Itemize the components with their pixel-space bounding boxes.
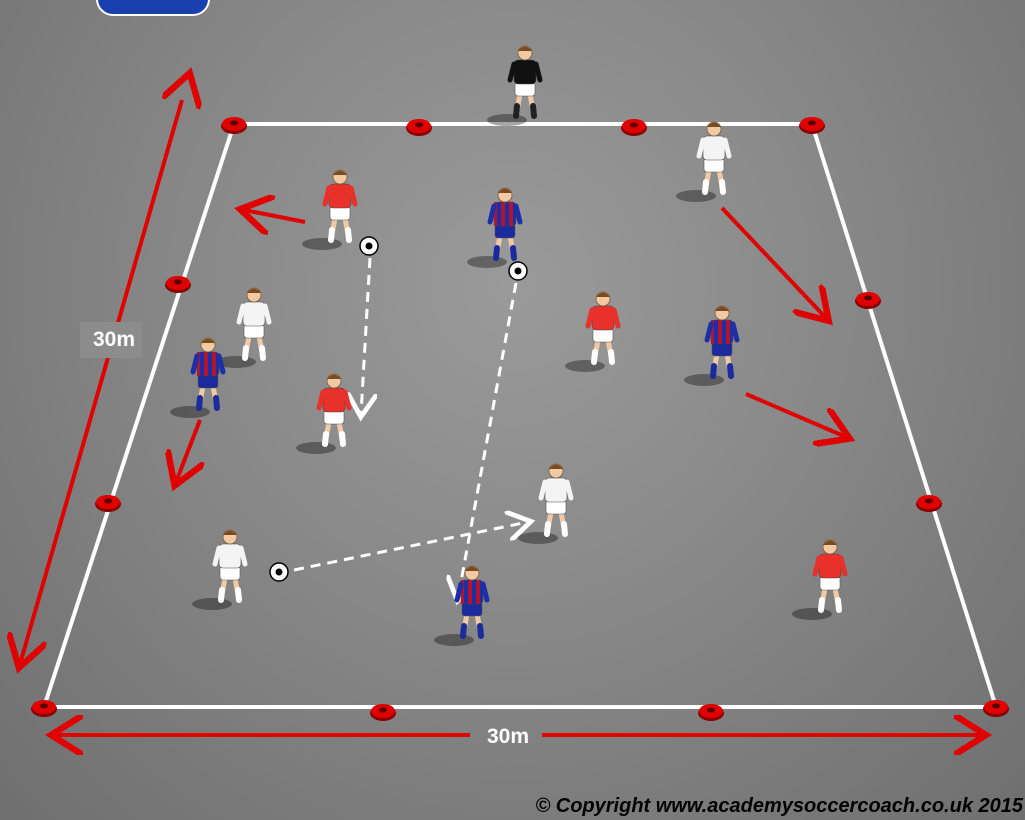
player-white-team xyxy=(518,464,571,544)
cone-marker xyxy=(31,700,57,717)
ball xyxy=(509,262,527,280)
cone-marker xyxy=(698,704,724,721)
cone-marker xyxy=(406,119,432,136)
movement-arrow xyxy=(176,420,200,482)
player-white-team xyxy=(676,122,729,202)
pass-arrow xyxy=(458,283,516,598)
pass-arrow xyxy=(361,258,370,414)
ball xyxy=(360,237,378,255)
cone-marker xyxy=(855,292,881,309)
cone-marker xyxy=(916,495,942,512)
player-blue-team xyxy=(467,188,520,268)
player-blue-team xyxy=(170,338,223,418)
player-red-team xyxy=(792,540,845,620)
width-dimension-label: 30m xyxy=(487,725,529,748)
cone-marker xyxy=(221,117,247,134)
cone-marker xyxy=(95,495,121,512)
player-blue-team xyxy=(434,566,487,646)
cone-marker xyxy=(165,276,191,293)
length-dimension-label: 30m xyxy=(93,328,135,351)
player-red-team xyxy=(302,170,355,250)
player-white-team xyxy=(216,288,269,368)
movement-arrow xyxy=(722,208,826,318)
cone-marker xyxy=(983,700,1009,717)
movement-arrow xyxy=(244,210,305,222)
player-white-team xyxy=(192,530,245,610)
movement-arrow xyxy=(746,394,846,437)
player-red-team xyxy=(296,374,349,454)
pass-arrow xyxy=(294,522,528,570)
cone-marker xyxy=(799,117,825,134)
copyright-text: © Copyright www.academysoccercoach.co.uk… xyxy=(535,795,1023,818)
player-blue-team xyxy=(684,306,737,386)
goalkeeper xyxy=(487,46,540,126)
length-dimension-arrow xyxy=(20,100,182,664)
cone-marker xyxy=(370,704,396,721)
player-red-team xyxy=(565,292,618,372)
ball xyxy=(270,563,288,581)
cone-marker xyxy=(621,119,647,136)
